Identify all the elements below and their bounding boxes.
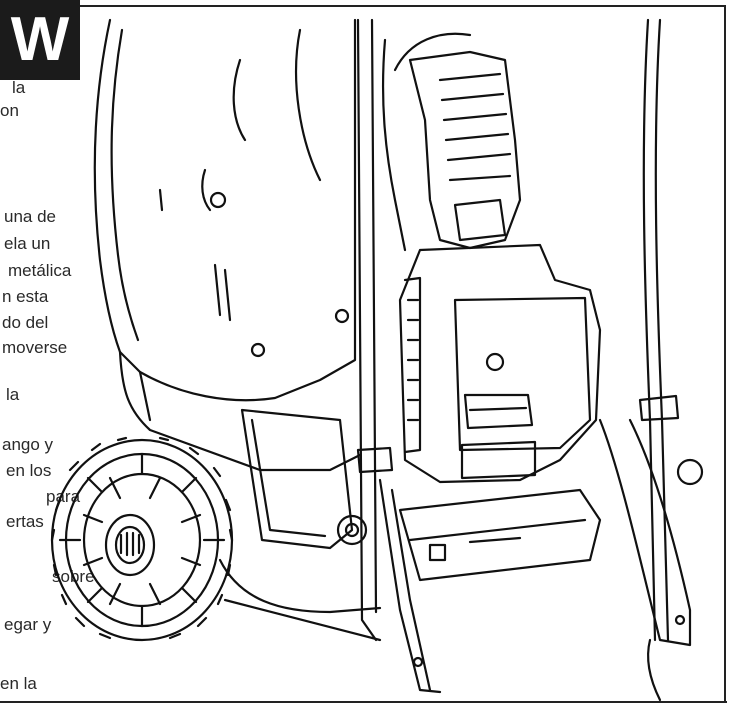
housing-shell (93, 18, 357, 402)
text-fragment: moverse (2, 338, 68, 357)
text-fragment: on (0, 101, 19, 120)
section-letter-badge: W (0, 0, 80, 80)
motor-housing (398, 243, 602, 484)
text-fragment: para (46, 487, 81, 506)
text-fragment: la (6, 385, 20, 404)
support-leg-right (598, 418, 692, 647)
motor-bolt (485, 352, 505, 372)
housing-inner-edge (110, 28, 140, 342)
connector-knob (676, 458, 704, 486)
frame-rod-left (356, 18, 378, 642)
figure-frame (80, 5, 726, 702)
text-fragment: ango y (2, 435, 54, 454)
chassis-base (118, 350, 362, 472)
text-fragment: ela un (4, 234, 51, 253)
frame-bottom-rule (0, 701, 727, 703)
text-fragment: en los (6, 461, 52, 480)
screw-hole (334, 308, 350, 324)
text-fragment: ertas (6, 512, 44, 531)
handle-grip (408, 50, 522, 250)
text-fragment: la (12, 78, 26, 97)
screw-hole (209, 191, 227, 209)
text-fragment: metálica (8, 261, 72, 280)
text-fragment: egar y (4, 615, 52, 634)
text-fragment: n esta (2, 287, 49, 306)
wheel (50, 436, 234, 642)
text-fragment: una de (4, 207, 56, 226)
text-fragment: do del (2, 313, 49, 332)
connector-knob (336, 514, 368, 546)
screw-hole (250, 342, 266, 358)
frame-rod-right (642, 18, 657, 642)
text-fragment: en la (0, 674, 37, 693)
